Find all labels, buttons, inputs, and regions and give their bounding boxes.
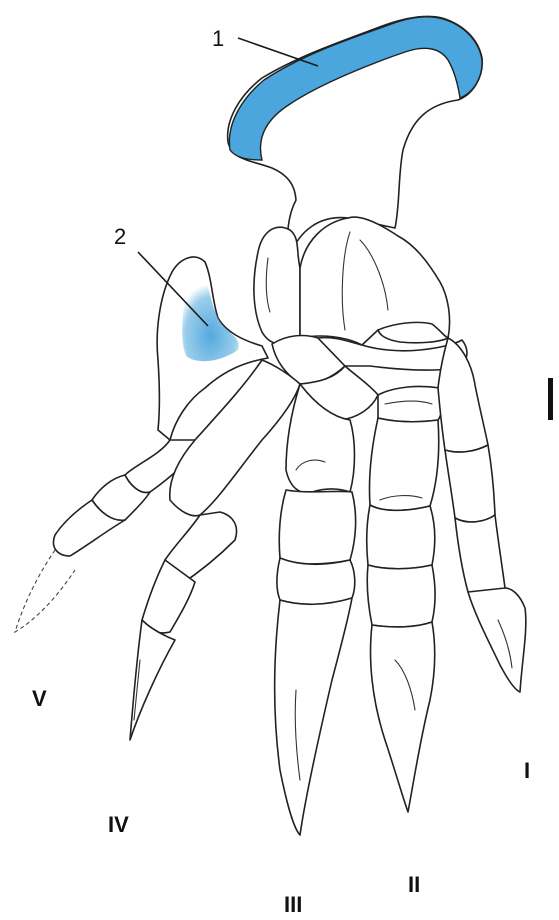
digit-label-v: V	[32, 686, 47, 711]
digit-label-ii: II	[408, 872, 420, 897]
digit-ii-bones	[367, 418, 439, 812]
digit-i-bones	[438, 338, 526, 692]
digit-label-i: I	[524, 758, 530, 783]
callout-label-1: 1	[212, 26, 224, 51]
digit-iii-bones	[275, 384, 356, 835]
edge-mark	[548, 378, 553, 420]
missing-tip-outline	[15, 550, 75, 632]
digit-label-iv: IV	[108, 812, 129, 837]
leader-line-1	[238, 38, 318, 66]
callout-label-2: 2	[114, 224, 126, 249]
digit-label-iii: III	[284, 892, 302, 917]
